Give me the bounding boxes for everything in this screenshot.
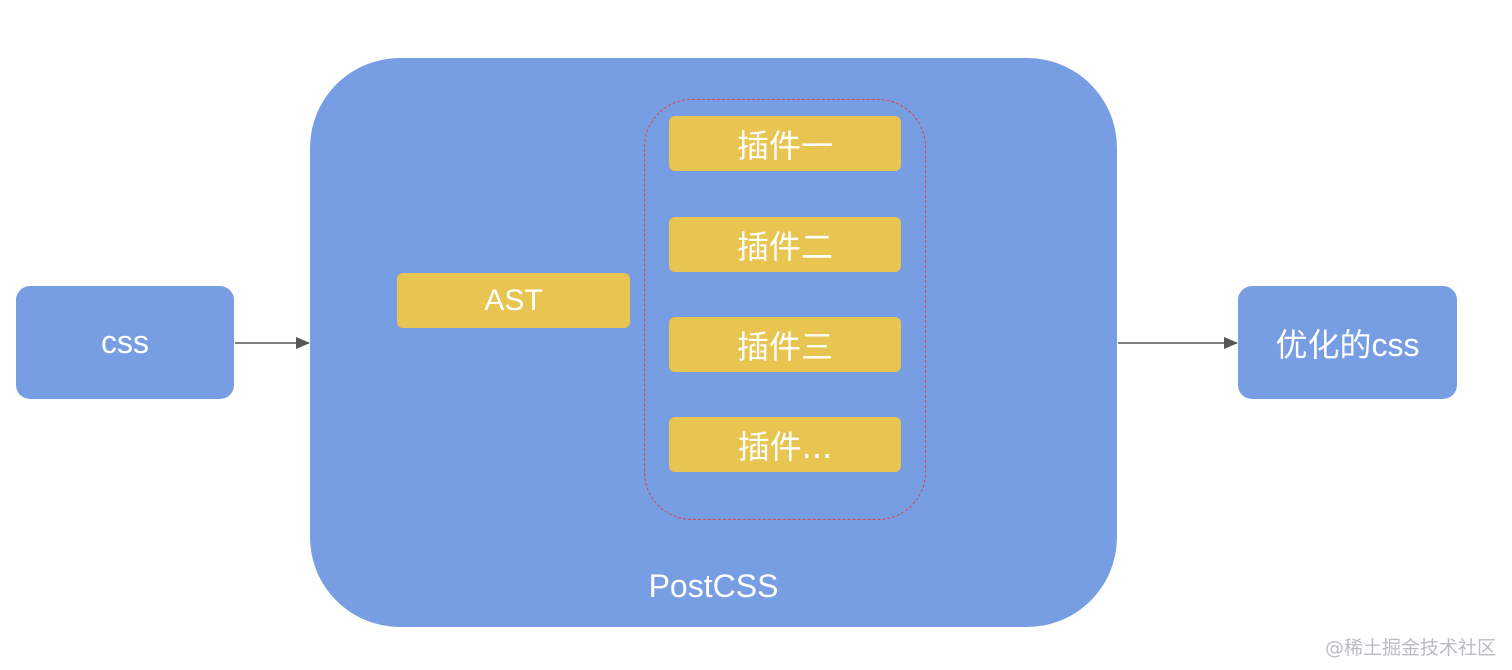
ast-node: AST xyxy=(397,273,630,328)
output-css-label: 优化的css xyxy=(1275,326,1420,363)
plugin-node-4: 插件... xyxy=(669,417,901,472)
input-css-label: css xyxy=(101,324,149,360)
plugin-node-1: 插件一 xyxy=(669,116,901,171)
ast-label: AST xyxy=(484,283,543,317)
watermark: @稀土掘金技术社区 xyxy=(1324,637,1496,659)
output-css-node: 优化的css xyxy=(1238,286,1457,399)
plugin-label-3: 插件三 xyxy=(736,327,833,366)
plugin-label-2: 插件二 xyxy=(736,227,833,266)
plugin-node-3: 插件三 xyxy=(669,317,901,372)
postcss-label: PostCSS xyxy=(648,568,779,604)
plugin-group xyxy=(644,99,926,520)
plugin-label-1: 插件一 xyxy=(736,126,833,165)
plugin-label-4: 插件... xyxy=(737,427,833,466)
input-css-node: css xyxy=(16,286,234,399)
plugin-node-2: 插件二 xyxy=(669,217,901,272)
